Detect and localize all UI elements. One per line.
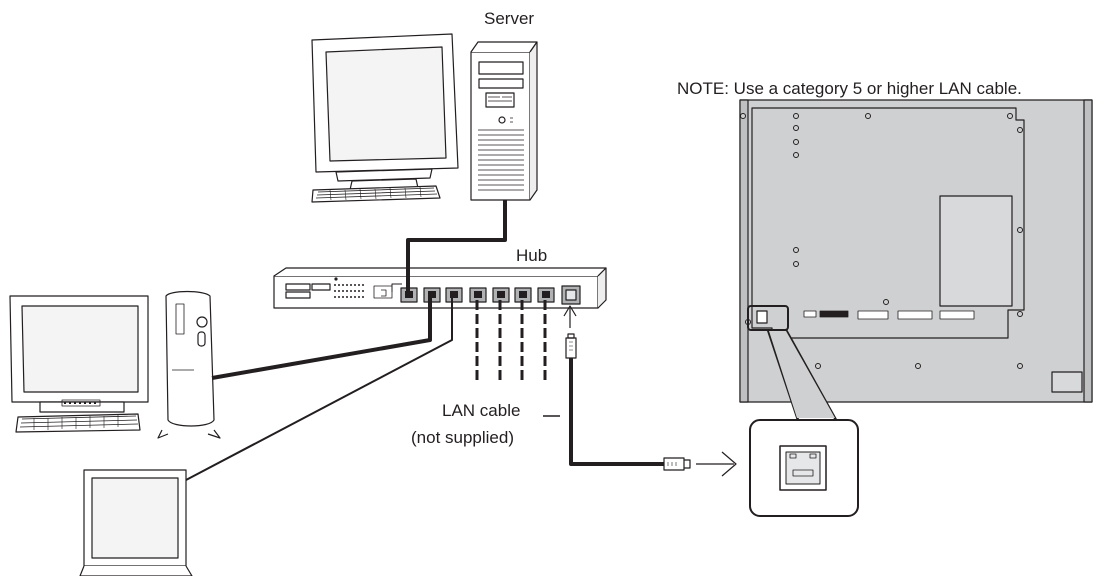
display-rear-panel [739, 99, 1093, 403]
laptop-cable [185, 298, 453, 481]
lan-cable [569, 358, 664, 466]
server-grille [478, 129, 524, 191]
display-arrow [696, 451, 737, 477]
lan-plug-hub [565, 333, 577, 359]
hub [273, 267, 607, 309]
server-label: Server [484, 9, 535, 28]
desktop-monitor [9, 295, 149, 413]
dashed-cables [475, 300, 547, 382]
desktop-cable [211, 298, 432, 380]
server-tower [470, 41, 538, 201]
desktop-keyboard [15, 413, 141, 433]
server-cable [406, 200, 507, 292]
desktop-tower [157, 290, 221, 439]
lan-port-zoom [749, 329, 859, 517]
hub-arrow [563, 305, 577, 328]
lan-plug-display [663, 457, 691, 471]
server-monitor [311, 33, 459, 191]
hub-label: Hub [516, 246, 548, 265]
server-keyboard [311, 185, 441, 203]
note-text: NOTE: Use a category 5 or higher LAN cab… [677, 79, 1022, 98]
not-supplied-label: (not supplied) [411, 428, 515, 447]
display-connectors [803, 310, 975, 320]
laptop-computer [79, 469, 193, 576]
lan-cable-label: LAN cable [442, 401, 521, 420]
